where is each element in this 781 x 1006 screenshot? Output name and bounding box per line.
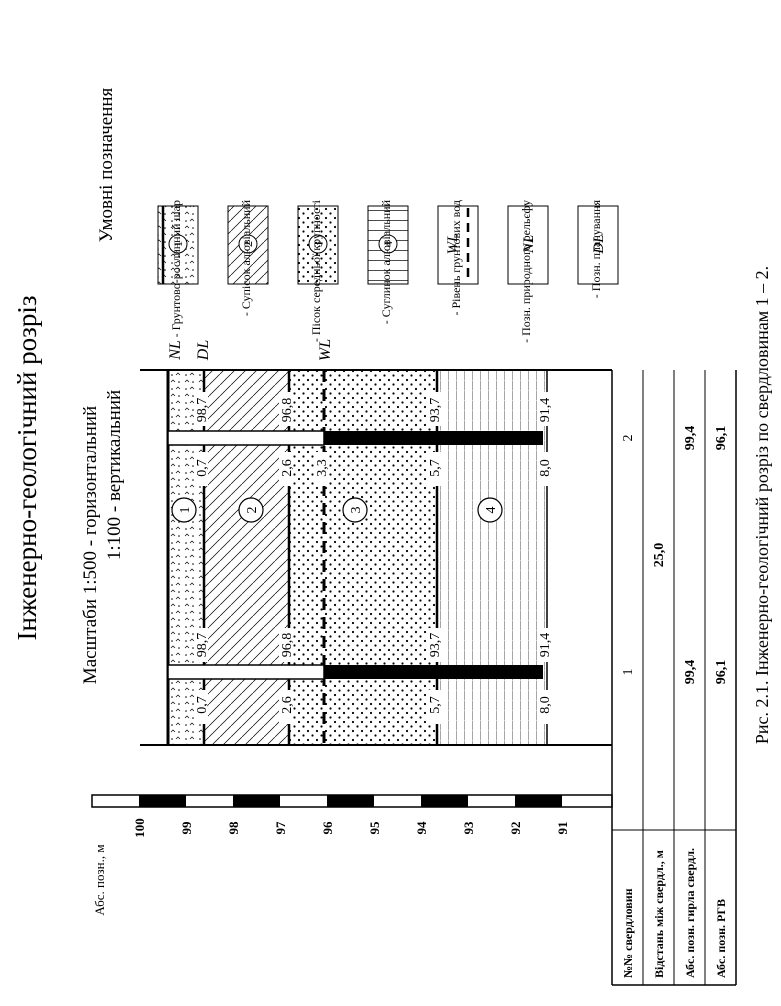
legend-title: Умовні позначення [96,87,117,242]
layer-number-3: 3 [349,507,364,514]
well2-elev-2: 96,8 [280,398,295,423]
layer-soil [168,370,204,745]
legend-label-dl: - Позн. планування [589,200,603,299]
legend-mark-dl: DL [591,234,607,254]
level-label-dl: DL [195,340,212,362]
well-number-2: 2 [621,435,636,442]
legend-label-3: - Пісок середньої крупності [309,199,323,342]
layer-number-1: 1 [178,507,193,514]
well2-depth-4: 5,7 [428,459,443,477]
legend: 1 - Грунтово-рослинний шар 2 - Супісок а… [157,199,619,343]
tick-94: 94 [414,821,429,835]
legend-item-natural-relief: NL - Позн. природного рельєфу [507,200,549,343]
tick-97: 97 [273,821,288,835]
legend-mark-4: 4 [381,241,395,247]
well1-elev-3: 93,7 [428,633,443,658]
page-title: Інженерно-геологічний розріз [12,295,42,640]
legend-mark-2: 2 [241,241,255,247]
well2-depth-2: 2,6 [280,459,295,477]
legend-item-planning-level: DL - Позн. планування [577,200,619,299]
legend-label-2: - Супісок алювіальний [239,199,253,316]
legend-item-sandy-loam: 2 - Супісок алювіальний [227,199,269,316]
tick-93: 93 [461,821,476,835]
well2-depth-3: 3,3 [315,459,330,477]
well2-depth-5: 8,0 [538,459,553,477]
tick-96: 96 [320,821,335,835]
tick-95: 95 [367,821,382,835]
well1-elev-2: 96,8 [280,633,295,658]
mouth-well-2: 99,4 [683,426,698,451]
well-1-labels: 0,7 2,6 5,7 8,0 98,7 96,8 93,7 91,4 [194,628,553,724]
layer-sandy-loam [204,370,289,745]
tick-98: 98 [226,821,241,835]
well2-elev-1: 98,7 [195,398,210,423]
elevation-scale [91,794,613,808]
horizontal-scale-label: Масштаби 1:500 - горизонтальний [80,406,101,684]
tick-99: 99 [179,821,194,835]
well2-elev-3: 93,7 [428,398,443,423]
layer-sand [289,370,437,745]
vertical-scale-label: 1:100 - вертикальний [104,390,125,560]
row-header-distance: Відстань між свердл., м [652,850,666,978]
axis-ticks: 100 99 98 97 96 95 94 93 92 91 [132,818,570,838]
row-header-gwl: Абс. позн. РГВ [714,899,728,978]
level-label-wl: WL [317,339,334,361]
well1-depth-4: 8,0 [538,696,553,714]
row-header-mouth: Абс. позн. гирла свердл. [683,848,697,978]
distance-value: 25,0 [652,543,667,568]
layer-number-2: 2 [245,507,260,514]
well-2-labels: 0,7 2,6 3,3 5,7 8,0 98,7 96,8 93,7 91,4 [194,392,553,486]
legend-label-wl: - Рівень грунтових вод [449,200,463,316]
legend-item-sand: 3 - Пісок середньої крупності [297,199,339,342]
level-label-nl: NL [167,340,184,361]
well2-depth-1: 0,7 [195,459,210,477]
legend-mark-nl: NL [521,235,537,254]
well-number-1: 1 [621,669,636,676]
tick-91: 91 [555,822,570,835]
tick-92: 92 [508,822,523,835]
legend-label-nl: - Позн. природного рельєфу [519,200,533,343]
tick-100: 100 [132,818,147,838]
legend-label-4: - Суглинок алювіальний [379,199,393,324]
row-header-well-numbers: №№ свердловин [621,888,635,978]
axis-label: Абс. позн., м [92,844,107,915]
legend-item-loam: 4 - Суглинок алювіальний [367,199,409,324]
well1-depth-2: 2,6 [280,696,295,714]
legend-mark-1: 1 [171,241,185,247]
layer-numbers: 1 2 3 4 [171,497,503,523]
well2-elev-4: 91,4 [538,398,553,423]
well1-elev-1: 98,7 [195,633,210,658]
layer-loam [437,370,547,745]
well1-depth-1: 0,7 [195,696,210,714]
well-2 [167,430,543,446]
legend-mark-wl: WL [445,234,461,255]
well-1 [167,664,543,680]
well1-elev-4: 91,4 [538,633,553,658]
section-layers [140,369,612,746]
layer-number-4: 4 [484,507,499,514]
gwl-well-2: 96,1 [714,426,729,451]
legend-item-groundwater-level: WL - Рівень грунтових вод [437,200,479,316]
mouth-well-1: 99,4 [683,660,698,685]
data-table: №№ свердловин Відстань між свердл., м Аб… [611,370,737,986]
legend-label-1: - Грунтово-рослинний шар [169,200,183,337]
figure-caption: Рис. 2.1. Інженерно-геологічний розріз п… [752,266,772,744]
legend-item-soil: 1 - Грунтово-рослинний шар [157,200,199,337]
gwl-well-1: 96,1 [714,660,729,685]
legend-mark-3: 3 [311,241,325,247]
well1-depth-3: 5,7 [428,696,443,714]
